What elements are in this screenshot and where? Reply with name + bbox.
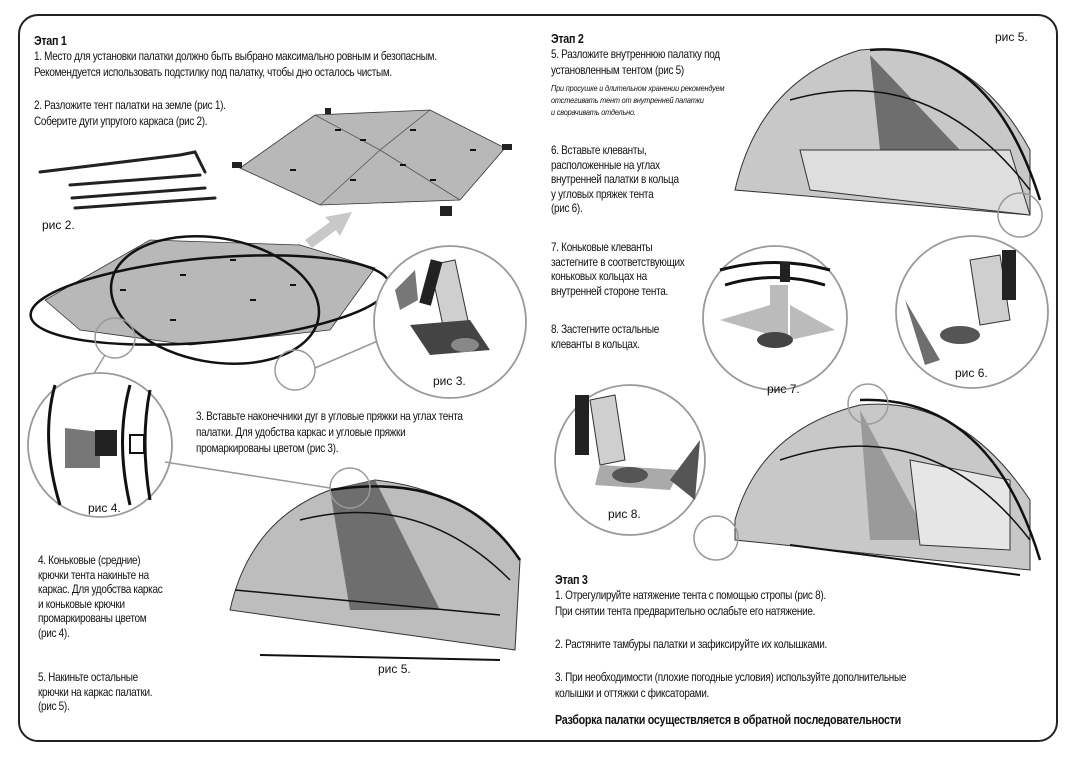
caption-fig4: рис 4. [88,501,121,515]
stage2-p6: 6. Вставьте клеванты, расположенные на у… [551,144,679,217]
stage2-p6-line: (рис 6). [551,202,583,216]
caption-fig6: рис 6. [955,366,988,380]
stage1-p4-line: (рис 4). [38,626,70,640]
stage1-p5-line: (рис 5). [38,700,70,714]
stage2-p8: 8. Застегните остальные клеванты в кольц… [551,323,659,352]
stage2-p8-line: 8. Застегните остальные [551,323,659,336]
fig5-right-tent [734,48,1043,238]
stage2-p8-line: клеванты в кольцах. [551,337,640,351]
caption-fig5-left: рис 5. [378,662,411,676]
stage2-p6-line: внутренней палатки в кольца [551,173,679,187]
stage2-note-line: При просушке и длительном хранении реком… [551,83,725,93]
fig6-corner-detail [895,235,1049,389]
stage2-p7: 7. Коньковые клеванты застегните в соотв… [551,241,685,299]
stage2-title: Этап 2 [551,32,584,46]
caption-fig7: рис 7. [767,382,800,396]
stage1-p4-line: и коньковые крючки [38,597,125,611]
stage2-p6-line: у угловых пряжек тента [551,187,654,201]
fig7-ridge-toggle-detail [702,245,848,391]
stage1-p3-line1: 3. Вставьте наконечники дуг в угловые пр… [196,410,463,423]
fig2-poles [38,150,217,210]
stage2-p7-line: коньковых кольцах на [551,270,647,284]
caption-fig5-right: рис 5. [995,30,1028,44]
stage1-p3-line2: палатки. Для удобства каркас и угловые п… [196,426,406,439]
fig4-ridge-hook-detail [27,372,173,518]
stage1-p5-line: 5. Накиньте остальные [38,671,138,684]
final-tent [693,383,1042,576]
stage1-p3-line3: промаркированы цветом (рис 3). [196,442,339,455]
stage1-p5: 5. Накиньте остальные крючки на каркас п… [38,671,153,715]
stage2-p7-line: застегните в соответствующих [551,255,685,269]
stage1-p4-line: 4. Коньковые (средние) [38,554,141,567]
stage1-p1-line2: Рекомендуется использовать подстилку под… [34,66,392,79]
stage2-p7-line: внутренней стороне тента. [551,284,669,298]
stage2-p5-line1: 5. Разложите внутреннюю палатку под [551,48,720,61]
page-border [18,14,1058,742]
stage3-p1-line2: При снятии тента предварительно ослабьте… [555,605,816,618]
fig-fly-with-frame [29,235,391,391]
stage2-p5-line2: установленным тентом (рис 5) [551,64,684,77]
stage2-note-line: отстегивать тент от внутренней палатки [551,95,704,105]
fig1-flat-fly [232,108,512,216]
fig8-strap-detail [554,384,706,536]
stage2-p7-line: 7. Коньковые клеванты [551,241,653,254]
stage1-p2-line2: Соберите дуги упругого каркаса (рис 2). [34,115,208,128]
stage2-p6-line: 6. Вставьте клеванты, [551,144,647,157]
stage3-p3-line1: 3. При необходимости (плохие погодные ус… [555,671,907,684]
caption-fig3: рис 3. [433,374,466,388]
stage3-footer: Разборка палатки осуществляется в обратн… [555,713,901,727]
stage1-p5-line: крючки на каркас палатки. [38,685,153,699]
stage3-p1-line1: 1. Отрегулируйте натяжение тента с помощ… [555,589,826,602]
stage1-p4: 4. Коньковые (средние) крючки тента наки… [38,554,163,642]
stage1-p1-line1: 1. Место для установки палатки должно бы… [34,50,437,63]
stage1-title: Этап 1 [34,34,67,48]
stage2-note-line: и сворачивать отдельно. [551,107,636,117]
caption-fig8: рис 8. [608,507,641,521]
stage1-p4-line: промаркированы цветом [38,612,147,626]
stage3-title: Этап 3 [555,573,588,587]
arrow-icon [305,212,352,248]
stage2-p6-line: расположенные на углах [551,158,660,172]
stage2-note: При просушке и длительном хранении реком… [551,82,724,118]
stage3-p3-line2: колышки и оттяжки с фиксаторами. [555,687,710,700]
stage1-p2-line1: 2. Разложите тент палатки на земле (рис … [34,99,226,112]
stage1-p4-line: крючки тента накиньте на [38,568,149,582]
stage3-p2: 2. Растяните тамбуры палатки и зафиксиру… [555,638,827,651]
stage1-p4-line: каркас. Для удобства каркас [38,583,163,597]
fig3-buckle-detail [373,245,527,399]
fig5-left-tent [229,467,522,661]
caption-fig2: рис 2. [42,218,75,232]
